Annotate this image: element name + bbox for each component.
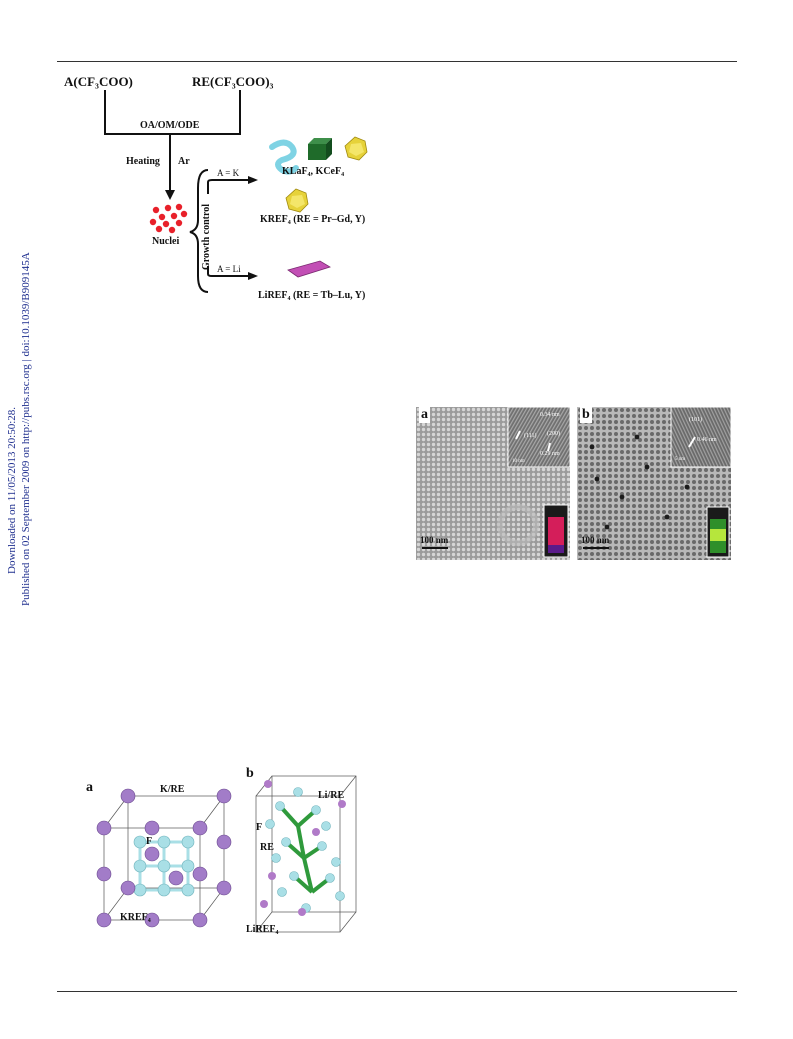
crystal-b-anion: F — [256, 822, 263, 833]
crystal-a-label: a — [86, 780, 93, 795]
crystal-structure-b: b Li/RE F RE LiREF₄ — [246, 766, 366, 940]
top-rule — [57, 61, 737, 62]
downloaded-note[interactable]: Downloaded on 11/05/2013 20:50:28. — [6, 406, 18, 574]
tem-b-inset-scale: 5 nm — [675, 457, 686, 462]
growth-control-label: Growth control — [201, 203, 212, 270]
crystal-b-cation: RE — [260, 842, 274, 853]
atmosphere-label: Ar — [178, 156, 190, 167]
tem-b-scalebar — [583, 547, 609, 549]
plate-shape — [287, 260, 331, 278]
tem-b-inset — [670, 407, 731, 468]
cube-shape — [308, 138, 332, 160]
tem-a-plane1: (111) — [524, 433, 537, 439]
product-klaf4-label: KLaF₄, KCeF₄ — [282, 166, 345, 177]
product-liref4-label: LiREF₄ (RE = Tb–Lu, Y) — [258, 290, 366, 301]
tem-a-plane2: (200) — [547, 431, 560, 437]
tem-a-scale: 100 nm — [420, 535, 449, 545]
branch-k-label: A = K — [217, 168, 240, 178]
crystal-a-formula: KREF₄ — [120, 912, 151, 923]
published-note[interactable]: Published on 02 September 2009 on http:/… — [20, 252, 32, 606]
tem-a-inset-scale: 10 nm — [512, 459, 525, 464]
synthesis-scheme: A(CF₃COO) RE(CF₃COO)₃ OA/OM/ODE Heating … — [60, 70, 390, 310]
nuclei-dots — [149, 203, 188, 234]
polyhedron-shape-2 — [285, 188, 309, 213]
reagent-a: A(CF₃COO) — [64, 74, 133, 89]
product-kref4-label: KREF₄ (RE = Pr–Gd, Y) — [260, 214, 366, 225]
tem-a-label: a — [419, 407, 430, 423]
solvent-label: OA/OM/ODE — [140, 120, 200, 131]
crystal-a-site: K/RE — [160, 784, 185, 795]
crystal-structure-a: a K/RE F KREF₄ — [86, 780, 246, 930]
heating-label: Heating — [126, 156, 160, 167]
rod-shape — [269, 139, 299, 175]
tem-a-scalebar — [422, 547, 448, 549]
crystal-b-label: b — [246, 766, 254, 781]
reagent-re: RE(CF₃COO)₃ — [192, 74, 274, 89]
crystal-b-site: Li/RE — [318, 790, 345, 801]
branch-li-label: A = Li — [217, 264, 241, 274]
tem-a-inset — [507, 407, 570, 468]
tem-image-a: a 100 nm 0.34 nm (111) (200) 0.29 nm 10 … — [416, 407, 570, 560]
tem-b-plane1: (101) — [689, 417, 702, 423]
tem-b-d1: 0.46 nm — [697, 437, 717, 443]
tem-image-b: b 100 nm (101) 0.46 nm 5 nm — [577, 407, 731, 560]
crystal-a-anion: F — [146, 836, 153, 847]
tem-a-d2: 0.29 nm — [540, 451, 560, 457]
scheme-lines — [104, 90, 368, 293]
tem-a-d1: 0.34 nm — [540, 412, 560, 418]
tem-b-label: b — [580, 407, 592, 423]
crystal-b-formula: LiREF₄ — [246, 924, 279, 935]
bottom-rule — [57, 991, 737, 992]
tem-b-scale: 100 nm — [581, 535, 610, 545]
nuclei-label: Nuclei — [152, 236, 180, 247]
polyhedron-shape-1 — [344, 136, 368, 161]
